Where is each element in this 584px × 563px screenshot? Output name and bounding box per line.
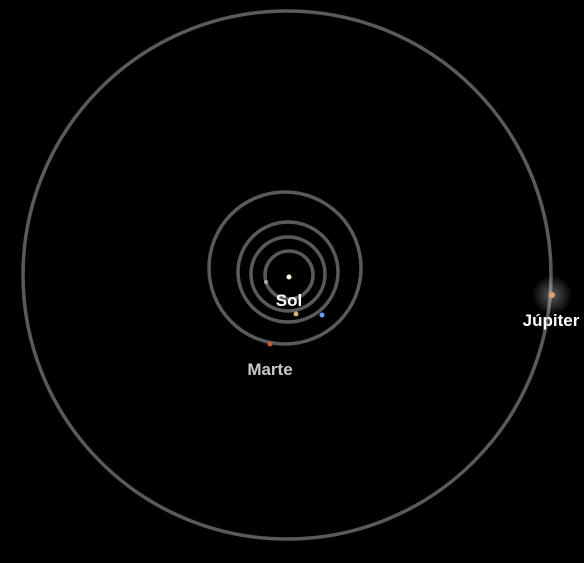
mars-orbit [207, 190, 363, 346]
jupiter-planet [549, 292, 555, 298]
mercury-planet [264, 280, 268, 284]
jupiter-orbit [21, 9, 553, 541]
jupiter-label: Júpiter [523, 311, 580, 330]
earth-planet [319, 312, 325, 318]
sun [286, 274, 292, 280]
venus-planet [293, 311, 299, 317]
earth-orbit [236, 220, 340, 324]
mercury-orbit [263, 249, 315, 301]
venus-orbit [249, 235, 327, 313]
mars-label: Marte [247, 360, 292, 379]
mars-planet [267, 341, 273, 347]
sun-label: Sol [276, 291, 302, 310]
